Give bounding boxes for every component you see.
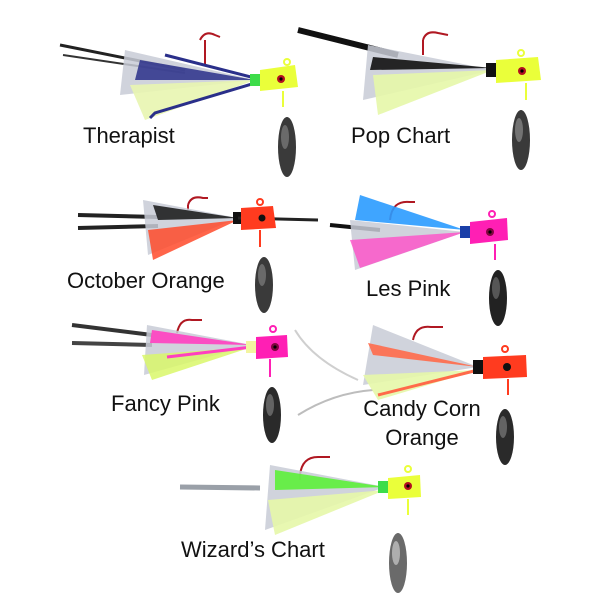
lure-label-october-orange: October Orange	[67, 268, 225, 293]
lure-fancy-pink	[71, 315, 332, 475]
candy-corn-orange-lure-image	[294, 325, 527, 465]
fancy-pink-lure-image	[71, 318, 288, 443]
lure-october-orange	[77, 190, 338, 350]
lure-label-candy-corn-orange-line1: Candy Corn	[363, 396, 481, 421]
lure-pop-chart	[297, 25, 558, 185]
lure-therapist	[55, 25, 315, 185]
october-orange-lure-image	[77, 196, 319, 313]
lure-label-candy-corn-orange: Candy Corn Orange	[352, 396, 492, 451]
lure-wizards-chart	[179, 445, 440, 600]
lure-label-les-pink: Les Pink	[366, 276, 451, 301]
lure-candy-corn-orange	[293, 315, 553, 475]
wizards-chart-lure-image	[179, 456, 421, 593]
lure-les-pink	[329, 190, 590, 350]
pop-chart-lure-image	[297, 27, 541, 170]
lure-label-pop-chart: Pop Chart	[351, 123, 451, 148]
les-pink-lure-image	[329, 195, 508, 326]
lure-label-wizards-chart: Wizard’s Chart	[181, 537, 325, 562]
therapist-lure-image	[59, 32, 298, 177]
lure-label-therapist: Therapist	[83, 123, 175, 148]
lure-label-fancy-pink: Fancy Pink	[111, 391, 220, 416]
lure-label-candy-corn-orange-line2: Orange	[385, 425, 459, 451]
